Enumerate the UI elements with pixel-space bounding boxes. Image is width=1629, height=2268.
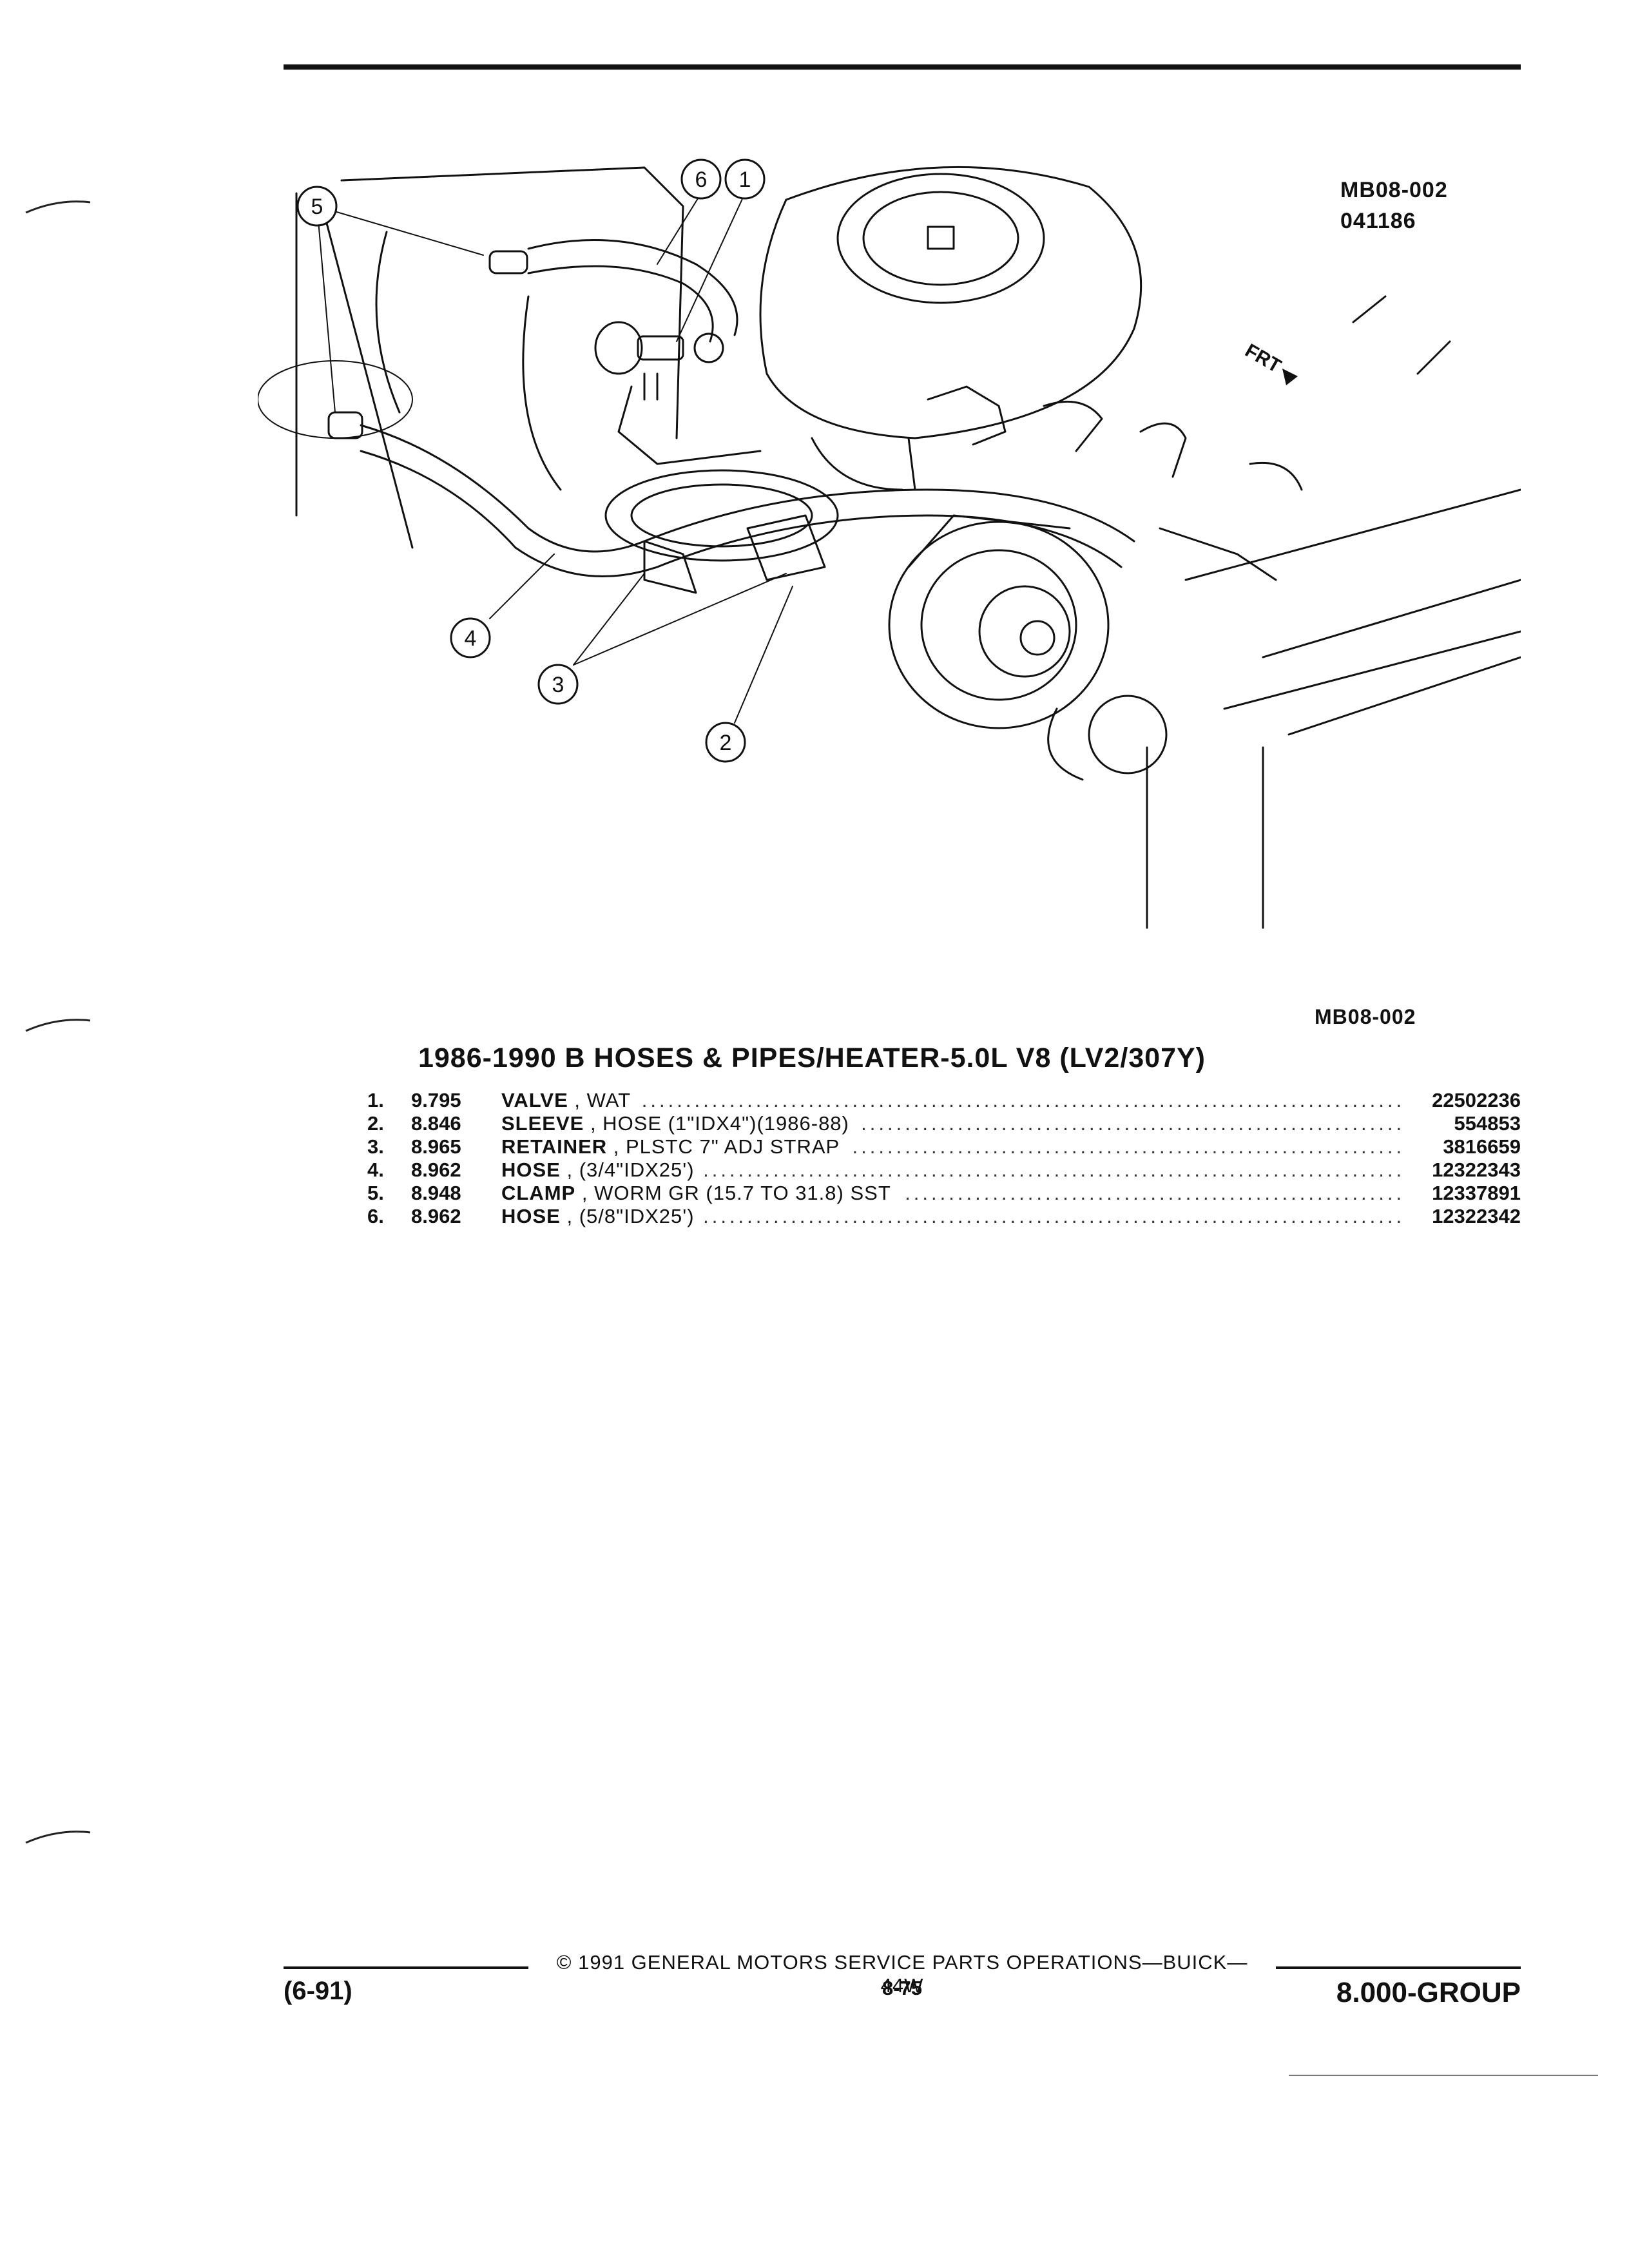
part-index: 1. bbox=[367, 1089, 384, 1111]
parts-row: 6. 8.962 ...............................… bbox=[367, 1205, 1521, 1228]
svg-text:2: 2 bbox=[720, 731, 732, 755]
part-code: 8.948 bbox=[411, 1182, 461, 1204]
revision-date: (6-91) bbox=[284, 1977, 352, 2005]
callout-1: 1 bbox=[724, 159, 766, 200]
parts-row: 3. 8.965 ...............................… bbox=[367, 1135, 1521, 1158]
scan-edge-line bbox=[1289, 2075, 1598, 2076]
callout-6: 6 bbox=[680, 159, 722, 200]
part-description: HOSE , (3/4"IDX25') bbox=[501, 1158, 704, 1182]
part-description: RETAINER , PLSTC 7" ADJ STRAP bbox=[501, 1135, 849, 1158]
callout-5: 5 bbox=[296, 186, 338, 227]
alternator bbox=[888, 514, 1110, 729]
part-number: 12322342 bbox=[1425, 1205, 1521, 1228]
part-number: 12322343 bbox=[1425, 1158, 1521, 1182]
svg-text:4: 4 bbox=[465, 626, 477, 651]
parts-row: 5. 8.948 ...............................… bbox=[367, 1182, 1521, 1205]
svg-text:1: 1 bbox=[739, 168, 751, 192]
page-number: 8-75 bbox=[882, 1977, 923, 1999]
diagram-code: MB08-002 bbox=[1340, 178, 1448, 202]
part-code: 8.962 bbox=[411, 1205, 461, 1227]
part-description: CLAMP , WORM GR (15.7 TO 31.8) SST bbox=[501, 1182, 900, 1205]
engine-right bbox=[927, 295, 1521, 929]
leader-lines bbox=[316, 193, 793, 724]
front-direction-indicator: FRT bbox=[1242, 340, 1298, 385]
part-index: 3. bbox=[367, 1135, 384, 1158]
part-index: 5. bbox=[367, 1182, 384, 1204]
part-code: 8.965 bbox=[411, 1135, 461, 1158]
svg-text:FRT: FRT bbox=[1242, 340, 1285, 377]
parts-row: 4. 8.962 ...............................… bbox=[367, 1158, 1521, 1182]
part-index: 2. bbox=[367, 1112, 384, 1135]
parts-row: 1. 9.795 ...............................… bbox=[367, 1089, 1521, 1112]
hose-loop-sleeve-2 bbox=[604, 469, 839, 594]
svg-text:5: 5 bbox=[311, 195, 323, 219]
footer-rule-left bbox=[284, 1966, 528, 1969]
parts-list: 1. 9.795 ...............................… bbox=[367, 1089, 1521, 1228]
diagram-date: 041186 bbox=[1340, 209, 1416, 233]
part-number: 12337891 bbox=[1425, 1182, 1521, 1205]
exploded-view-illustration: FRT 5 6 1 4 3 2 bbox=[258, 159, 1521, 929]
part-code: 9.795 bbox=[411, 1089, 461, 1111]
callout-4: 4 bbox=[450, 617, 491, 658]
part-index: 6. bbox=[367, 1205, 384, 1227]
part-description: SLEEVE , HOSE (1"IDX4")(1986-88) bbox=[501, 1112, 858, 1135]
footer-copyright: © 1991 GENERAL MOTORS SERVICE PARTS OPER… bbox=[556, 1951, 1248, 1997]
part-number: 554853 bbox=[1447, 1112, 1521, 1135]
leader-dots: ........................................… bbox=[501, 1089, 1405, 1111]
group-number: 8.000-GROUP bbox=[1336, 1977, 1521, 2008]
callout-3: 3 bbox=[537, 664, 579, 705]
part-description: HOSE , (5/8"IDX25') bbox=[501, 1205, 704, 1228]
part-number: 22502236 bbox=[1425, 1089, 1521, 1112]
part-code: 8.962 bbox=[411, 1158, 461, 1181]
caption-code: MB08-002 bbox=[1315, 1005, 1416, 1028]
footer-rule-right bbox=[1276, 1966, 1521, 1969]
callout-2: 2 bbox=[705, 722, 746, 763]
firewall bbox=[258, 166, 762, 549]
part-index: 4. bbox=[367, 1158, 384, 1181]
top-rule bbox=[284, 64, 1521, 70]
air-cleaner bbox=[759, 166, 1142, 491]
part-description: VALVE , WAT bbox=[501, 1089, 641, 1112]
valve-1 bbox=[594, 321, 724, 401]
part-number: 3816659 bbox=[1436, 1135, 1521, 1158]
parts-row: 2. 8.846 ...............................… bbox=[367, 1112, 1521, 1135]
part-code: 8.846 bbox=[411, 1112, 461, 1135]
svg-text:3: 3 bbox=[552, 673, 564, 697]
binder-marks bbox=[25, 200, 91, 1844]
section-title: 1986-1990 B HOSES & PIPES/HEATER-5.0L V8… bbox=[418, 1043, 1206, 1073]
svg-text:6: 6 bbox=[695, 168, 708, 192]
hose-6 bbox=[488, 239, 738, 343]
